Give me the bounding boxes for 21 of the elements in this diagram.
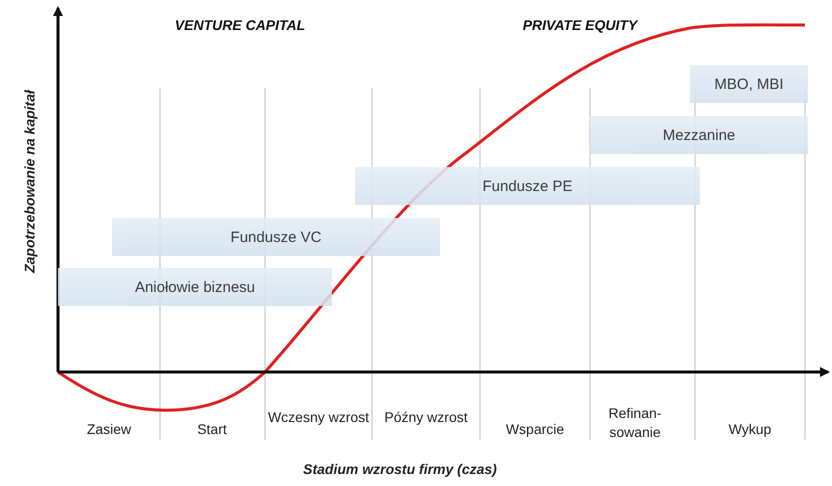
band-label: Mezzanine <box>662 126 736 144</box>
band-label: Aniołowie biznesu <box>134 278 256 296</box>
financing-band <box>590 116 808 154</box>
financing-band <box>112 218 440 256</box>
band-label: Fundusze PE <box>482 178 573 194</box>
stage-label: Start <box>196 420 228 439</box>
stage-label: Wczesny wzrost <box>267 408 370 427</box>
stage-label: Zasiew <box>86 420 132 439</box>
band-label: MBO, MBI <box>714 76 784 92</box>
stage-label: Refinan- sowanie <box>608 404 662 442</box>
band-label: Fundusze VC <box>230 228 322 246</box>
stage-label: Późny wzrost <box>383 408 469 427</box>
financing-band <box>58 268 332 306</box>
stage-label: Wykup <box>728 420 772 439</box>
section-heading: PRIVATE EQUITY <box>522 16 640 35</box>
financing-band <box>690 65 808 103</box>
axis-title: Stadium wzrostu firmy (czas) <box>302 460 498 479</box>
financing-band <box>355 167 700 205</box>
section-heading: VENTURE CAPITAL <box>174 16 306 35</box>
axis-title: Zapotrzebowanie na kapitał <box>20 88 38 276</box>
stage-label: Wsparcie <box>504 420 566 439</box>
